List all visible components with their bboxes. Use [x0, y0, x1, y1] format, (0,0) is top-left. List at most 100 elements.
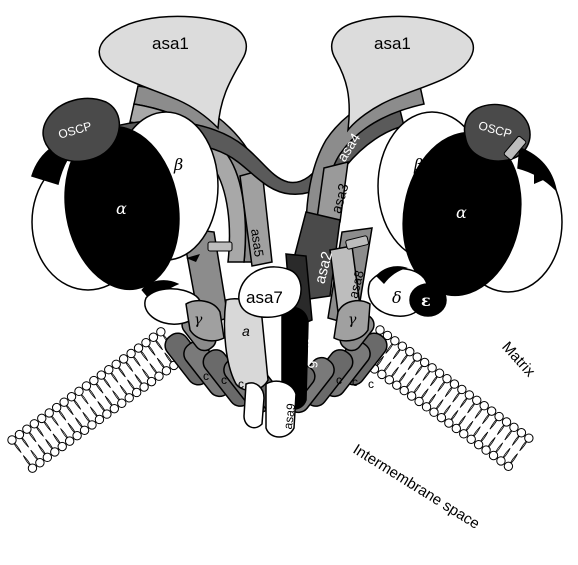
membrane-left-lipid-head — [155, 372, 163, 380]
matrix-label: Matrix — [498, 338, 538, 380]
membrane-left-lipid-head — [75, 387, 83, 395]
alpha-left-label: α — [116, 199, 127, 218]
membrane-left-lipid-head — [142, 338, 150, 346]
membrane-right-lipid-head — [430, 408, 438, 416]
c-label-right-1: c — [336, 373, 342, 387]
asa9-label: asa9 — [281, 402, 299, 430]
membrane-right-lipid-head — [415, 397, 423, 405]
membrane-left-lipid-head — [36, 459, 44, 467]
membrane-left-lipid-head — [105, 366, 113, 374]
membrane-left-lipid-head — [97, 371, 105, 379]
membrane-right-lipid-head — [407, 392, 415, 400]
membrane-right-lipid-head — [525, 434, 533, 442]
c-label-right-3: c — [368, 377, 374, 391]
membrane-left-lipid-head — [51, 448, 59, 456]
membrane-right-lipid-head — [517, 429, 525, 437]
membrane-right-lipid-head — [450, 380, 458, 388]
membrane-right-lipid-head — [428, 364, 436, 372]
membrane-left-lipid-head — [90, 376, 98, 384]
c-label-left-1: c — [203, 369, 209, 383]
membrane-right-lipid-head — [510, 423, 518, 431]
membrane-left-lipid-head — [80, 426, 88, 434]
c-label-left-3: c — [238, 377, 244, 391]
membrane-left-lipid-head — [103, 410, 111, 418]
membrane-left-lipid-head — [45, 409, 53, 417]
membrane-right-lipid-head — [473, 396, 481, 404]
membrane-right-lipid-head — [474, 440, 482, 448]
membrane-left-lipid-head — [58, 442, 66, 450]
membrane-right-lipid-head — [458, 385, 466, 393]
membrane-left-lipid-head — [52, 403, 60, 411]
membrane-right-lipid-head — [443, 374, 451, 382]
membrane-left-lipid-head — [60, 398, 68, 406]
membrane-left-lipid-head — [82, 382, 90, 390]
c-label-right-2: c — [352, 375, 358, 389]
membrane-left-lipid-head — [134, 344, 142, 352]
membrane-right-lipid-head — [400, 386, 408, 394]
membrane-right-lipid-head — [502, 418, 510, 426]
membrane-right-lipid-head — [489, 451, 497, 459]
membrane-left-lipid-head — [38, 414, 46, 422]
membrane-right-lipid-head — [465, 391, 473, 399]
asa6-label: asa6 — [305, 338, 321, 369]
membrane-right-lipid-head — [406, 347, 414, 355]
asa7-label: asa7 — [246, 288, 283, 307]
beta-left-label: β — [173, 155, 183, 174]
membrane-left-lipid-head — [112, 360, 120, 368]
membrane-left-lipid-head — [43, 453, 51, 461]
membrane-left-lipid-head — [140, 383, 148, 391]
membrane-right-lipid-head — [413, 353, 421, 361]
membrane-left-lipid-head — [23, 425, 31, 433]
membrane-left-lipid-head — [132, 388, 140, 396]
membrane-left — [8, 328, 186, 473]
membrane-left-lipid-head — [28, 464, 36, 472]
membrane-left-lipid-head — [147, 377, 155, 385]
membrane-right-lipid-head — [420, 358, 428, 366]
membrane-left-lipid-head — [15, 430, 23, 438]
asa9-side-subunit — [244, 383, 264, 428]
membrane-right-lipid-head — [467, 435, 475, 443]
membrane-left-lipid-head — [149, 333, 157, 341]
membrane-left-lipid-head — [88, 421, 96, 429]
membrane-right-lipid-head — [445, 419, 453, 427]
gamma-right-label: γ — [348, 312, 357, 328]
membrane-right-lipid-head — [378, 370, 386, 378]
membrane-right-lipid-head — [452, 424, 460, 432]
peg-left — [208, 242, 232, 251]
asa1-left-label: asa1 — [152, 34, 189, 53]
membrane-left-lipid-head — [162, 367, 170, 375]
intermembrane-space-label: Intermembrane space — [350, 441, 483, 533]
membrane-left-lipid-head — [118, 399, 126, 407]
membrane-right-lipid-head — [437, 413, 445, 421]
membrane-left-lipid-head — [67, 393, 75, 401]
membrane-right-lipid-head — [398, 342, 406, 350]
asa1-right-label: asa1 — [374, 34, 411, 53]
membrane-left-lipid-head — [30, 420, 38, 428]
membrane-right-lipid-head — [391, 337, 399, 345]
beta-right-label: β — [413, 155, 423, 174]
membrane-right-lipid-head — [480, 402, 488, 410]
c-label-left-2: c — [221, 373, 227, 387]
membrane-left-lipid-head — [127, 349, 135, 357]
membrane-left-lipid-head — [95, 415, 103, 423]
a-subunit-label: a — [242, 323, 250, 339]
membrane-right-lipid-head — [435, 369, 443, 377]
membrane-left-lipid-head — [110, 404, 118, 412]
alpha-right-label: α — [456, 203, 467, 222]
membrane-right-lipid-head — [497, 457, 505, 465]
membrane-right-lipid-head — [393, 381, 401, 389]
epsilon-label: ε — [421, 291, 431, 310]
membrane-right-lipid-head — [504, 462, 512, 470]
membrane-left-lipid-head — [8, 436, 16, 444]
membrane-right-lipid-head — [487, 407, 495, 415]
membrane-right-lipid-head — [460, 430, 468, 438]
membrane-right-lipid-head — [422, 403, 430, 411]
membrane-left-lipid-head — [65, 437, 73, 445]
delta-label: δ — [392, 288, 402, 307]
membrane-right-lipid-head — [482, 446, 490, 454]
gamma-left-label: γ — [194, 312, 203, 328]
membrane-left-lipid-head — [157, 328, 165, 336]
membrane-left-lipid-head — [125, 394, 133, 402]
membrane-right-lipid-head — [385, 376, 393, 384]
